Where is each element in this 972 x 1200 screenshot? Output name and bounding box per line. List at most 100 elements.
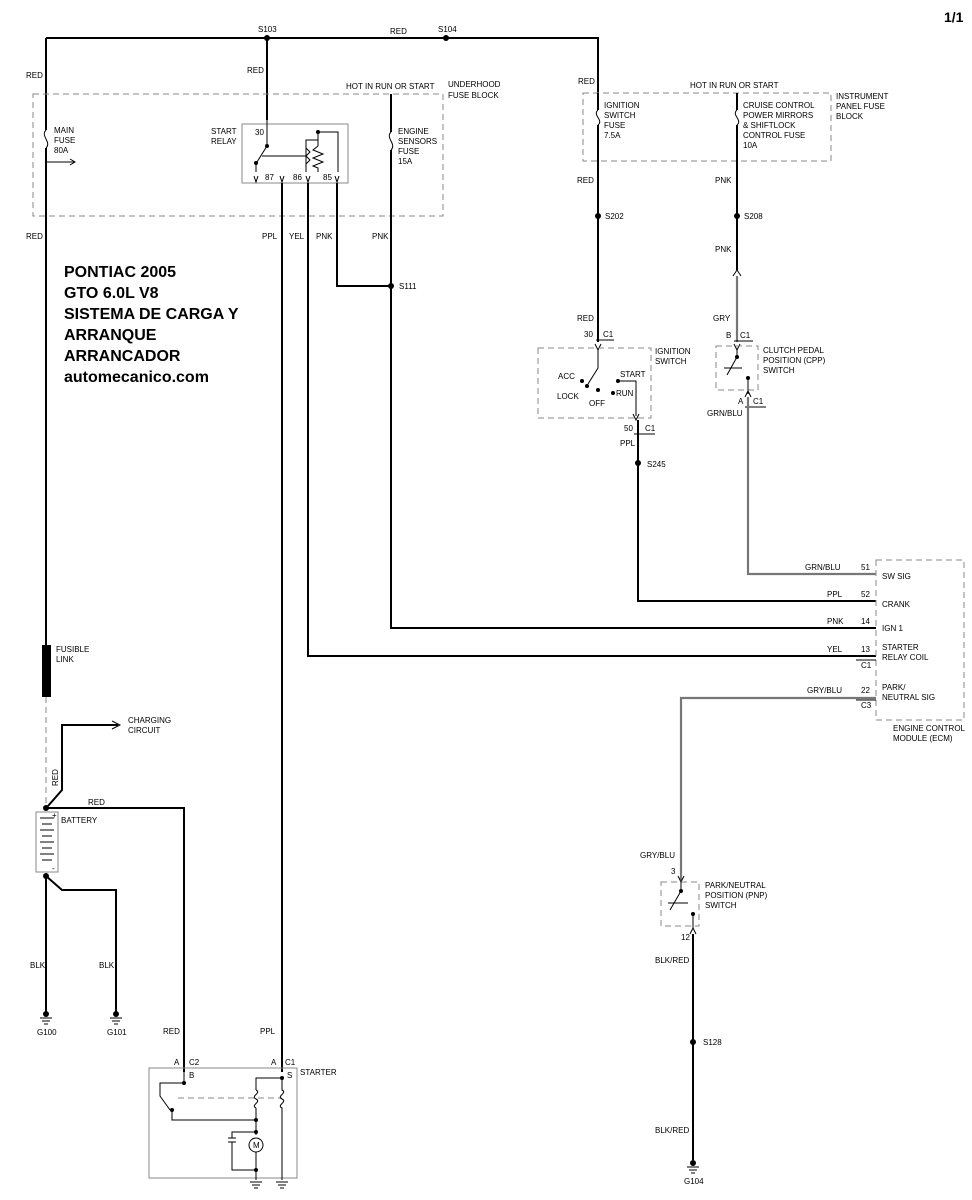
ground-g101: G101	[107, 1011, 127, 1037]
diagram-label: GRN/BLU	[805, 563, 841, 572]
diagram-label: STARTER	[300, 1068, 337, 1077]
diagram-label: CRANK	[882, 600, 911, 609]
diagram-label: A	[738, 397, 744, 406]
main-fuse: MAIN FUSE 80A	[43, 112, 76, 232]
diagram-label: 50	[624, 424, 633, 433]
diagram-label: G104	[684, 1177, 704, 1186]
ignition-switch: 30 C1 IGNITION SWITCH ACC LOCK OFF RUN S…	[537, 330, 876, 602]
diagram-label: BLK	[99, 961, 115, 970]
diagram-label: +	[52, 811, 57, 820]
diagram-label: PPL	[262, 232, 278, 241]
fusible-link: FUSIBLE LINK	[42, 232, 89, 808]
diagram-label: C1	[645, 424, 656, 433]
diagram-label: 15A	[398, 157, 413, 166]
diagram-label: RUN	[616, 389, 634, 398]
splice-s111	[388, 283, 394, 289]
splice-s245	[635, 460, 641, 466]
diagram-label: BLK	[30, 961, 46, 970]
diagram-label: G100	[37, 1028, 57, 1037]
diagram-label: FUSIBLE	[56, 645, 89, 654]
diagram-label: 51	[861, 563, 870, 572]
underhood-name: UNDERHOOD	[448, 80, 501, 89]
diagram-label: SWITCH	[655, 357, 687, 366]
starter-motor-icon: M	[253, 1141, 260, 1150]
ground-g104: G104	[684, 1160, 704, 1186]
underhood-fuse-block: HOT IN RUN OR START UNDERHOOD FUSE BLOCK…	[32, 80, 501, 284]
diagram-label: YEL	[827, 645, 843, 654]
wire-color-label: RED	[247, 66, 264, 75]
clutch-pedal-position-switch: B C1 CLUTCH PEDAL POSITION (CPP) SWITCH …	[707, 331, 876, 576]
splice-s202	[595, 213, 601, 219]
charging-circuit-lead: CHARGING CIRCUIT RED	[47, 716, 171, 807]
diagram-label: SWITCH	[604, 111, 636, 120]
diagram-label: RED	[26, 232, 43, 241]
engine-control-module: ENGINE CONTROL MODULE (ECM) GRN/BLU 51 S…	[805, 559, 966, 743]
diagram-label: CHARGING	[128, 716, 171, 725]
wire-color-label: RED	[26, 71, 43, 80]
diagram-label: HOT IN RUN OR START	[690, 81, 779, 90]
diagram-label: 10A	[743, 141, 758, 150]
diagram-label: A	[271, 1058, 277, 1067]
diagram-label: OFF	[589, 399, 605, 408]
starter: RED PPL A C2 A C1 STARTER B S M	[148, 1027, 337, 1189]
diagram-label: PONTIAC 2005	[64, 264, 176, 281]
underhood-name: FUSE BLOCK	[448, 91, 499, 100]
diagram-label: ENGINE	[398, 127, 429, 136]
diagram-label: LOCK	[557, 392, 579, 401]
wire-color-label: RED	[578, 77, 595, 86]
diagram-label: BATTERY	[61, 816, 98, 825]
diagram-label: PNK	[827, 617, 844, 626]
diagram-label: IGNITION	[604, 101, 640, 110]
page-number: 1/1	[944, 9, 964, 25]
diagram-label: SENSORS	[398, 137, 437, 146]
top-bus: S103 S104 RED RED RED RED	[26, 25, 599, 120]
diagram-label: ENGINE CONTROL	[893, 724, 966, 733]
start-relay: START RELAY 30 87 86 85	[211, 120, 349, 184]
diagram-label: G101	[107, 1028, 127, 1037]
diagram-label: 52	[861, 590, 870, 599]
diagram-label: ARRANQUE	[64, 327, 157, 344]
diagram-label: STARTER	[882, 643, 919, 652]
diagram-label: automecanico.com	[64, 369, 209, 386]
engine-sensors-fuse: ENGINE SENSORS FUSE 15A	[388, 94, 437, 284]
diagram-label: RED	[577, 314, 594, 323]
diagram-label: SW SIG	[882, 572, 911, 581]
diagram-label: BLOCK	[836, 112, 864, 121]
diagram-label: CONTROL FUSE	[743, 131, 805, 140]
diagram-label: 87	[265, 173, 274, 182]
diagram-label: GRY	[713, 314, 731, 323]
diagram-label: RELAY COIL	[882, 653, 929, 662]
diagram-label: GRY/BLU	[640, 851, 675, 860]
diagram-label: C3	[861, 701, 872, 710]
diagram-label: POSITION (CPP)	[763, 356, 826, 365]
diagram-label: IGN 1	[882, 624, 903, 633]
diagram-label: PARK/NEUTRAL	[705, 881, 766, 890]
diagram-label: GRN/BLU	[707, 409, 743, 418]
diagram-title: PONTIAC 2005 GTO 6.0L V8 SISTEMA DE CARG…	[64, 264, 239, 386]
diagram-label: START	[211, 127, 237, 136]
ground-g100: G100	[37, 1011, 57, 1037]
diagram-label: RED	[577, 176, 594, 185]
diagram-label: C1	[753, 397, 764, 406]
diagram-label: IGNITION	[655, 347, 691, 356]
diagram-label: 12	[681, 933, 690, 942]
diagram-label: START	[620, 370, 646, 379]
diagram-label: B	[189, 1071, 194, 1080]
diagram-label: 30	[255, 128, 264, 137]
diagram-label: PNK	[316, 232, 333, 241]
diagram-label: C1	[603, 330, 614, 339]
diagram-label: 13	[861, 645, 870, 654]
diagram-label: 80A	[54, 146, 69, 155]
diagram-label: MODULE (ECM)	[893, 734, 953, 743]
diagram-label: RED	[88, 798, 105, 807]
diagram-label: 3	[671, 867, 676, 876]
diagram-label: GRY/BLU	[807, 686, 842, 695]
diagram-label: S208	[744, 212, 763, 221]
cruise-control-fuse: CRUISE CONTROL POWER MIRRORS & SHIFTLOCK…	[734, 93, 815, 270]
diagram-label: PPL	[260, 1027, 276, 1036]
instrument-panel-fuse-block: HOT IN RUN OR START INSTRUMENT PANEL FUS…	[582, 81, 889, 342]
diagram-label: PNK	[372, 232, 389, 241]
diagram-label: S	[287, 1071, 292, 1080]
diagram-label: S202	[605, 212, 624, 221]
